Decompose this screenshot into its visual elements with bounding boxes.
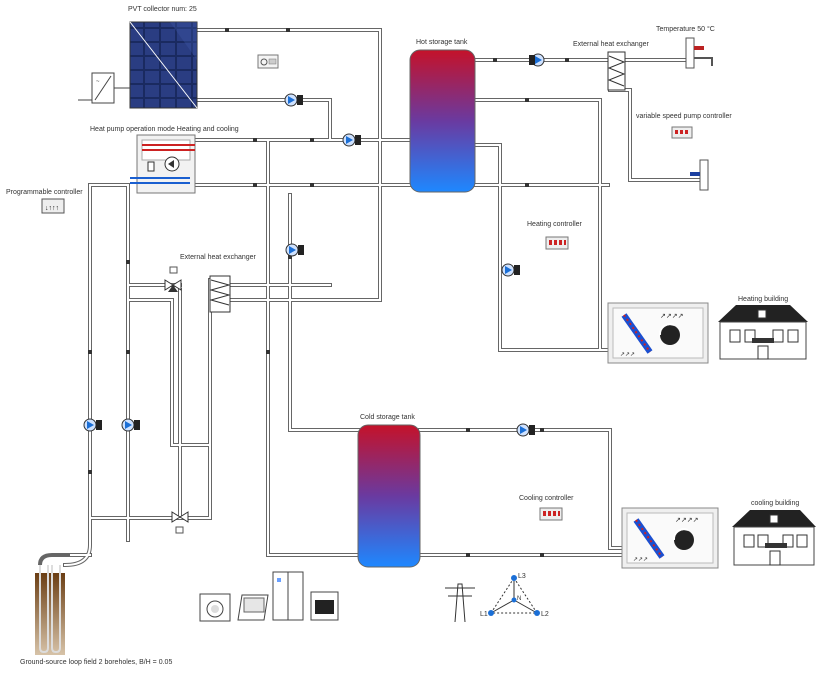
programmable-controller-label: Programmable controller <box>6 189 83 196</box>
vs-pump-controller-label: variable speed pump controller <box>636 113 732 120</box>
heating-controller-icon[interactable] <box>545 236 569 250</box>
pump-7 <box>121 418 140 432</box>
heat-pump[interactable] <box>130 134 196 194</box>
household-appliances <box>199 571 339 622</box>
phase-n-label: N <box>517 596 521 602</box>
washing-machine-icon <box>199 593 231 622</box>
heating-building[interactable] <box>718 305 808 360</box>
cooling-building-label: cooling building <box>751 500 800 507</box>
laptop-icon <box>237 594 269 621</box>
pump-5 <box>501 263 520 277</box>
svg-text:↓↑↑↑: ↓↑↑↑ <box>45 205 59 212</box>
svg-text:↗↗↗: ↗↗↗ <box>633 557 648 563</box>
ground-borehole[interactable] <box>35 553 70 655</box>
phase-l2-label: L2 <box>541 611 549 618</box>
tap-icon-2[interactable] <box>690 159 709 191</box>
pumps[interactable] <box>83 53 545 437</box>
svg-text:↗↗↗↗: ↗↗↗↗ <box>675 517 698 524</box>
three-phase-diagram: L3 L1 L2 N <box>480 573 549 618</box>
power-pylon-icon <box>445 583 475 623</box>
pump-6 <box>83 418 102 432</box>
cooling-controller-icon[interactable] <box>539 507 563 521</box>
pump-3 <box>529 53 545 67</box>
pvt-collector-label: PVT collector num: 25 <box>128 6 197 13</box>
tap-icon[interactable] <box>685 37 713 69</box>
pvt-collector[interactable] <box>129 21 198 109</box>
cooling-controller-label: Cooling controller <box>519 495 574 502</box>
ext-hx-top-label: External heat exchanger <box>573 41 649 48</box>
svg-text:↗↗↗: ↗↗↗ <box>620 352 635 358</box>
programmable-controller-icon[interactable]: ↓↑↑↑ <box>41 198 65 214</box>
refrigerator-icon <box>272 571 304 621</box>
pipes <box>62 28 702 568</box>
three-way-valve-bottom[interactable] <box>171 511 189 534</box>
heat-pump-mode-label: Heat pump operation mode Heating and coo… <box>90 126 239 133</box>
pump-2 <box>342 133 361 147</box>
external-heat-exchanger-top[interactable] <box>607 51 626 91</box>
cooling-fan-coil-unit[interactable]: ↗↗↗↗ ↗↗↗ <box>621 507 719 569</box>
hot-tank-label: Hot storage tank <box>416 39 468 46</box>
inverter-icon[interactable]: ~ <box>78 72 130 104</box>
pump-1 <box>284 93 303 107</box>
heating-building-label: Heating building <box>738 296 789 303</box>
cooling-building[interactable] <box>732 510 816 566</box>
pump-4 <box>285 243 304 257</box>
three-way-valve-top[interactable] <box>164 266 182 292</box>
external-heat-exchanger-mid[interactable] <box>209 275 231 313</box>
heating-fan-coil-unit[interactable]: ↗↗↗↗ ↗↗↗ <box>607 302 709 364</box>
heating-controller-label: Heating controller <box>527 221 582 228</box>
vs-pump-controller-icon[interactable] <box>671 126 693 139</box>
pump-8 <box>516 423 535 437</box>
phase-l3-label: L3 <box>518 573 526 580</box>
oven-icon <box>310 591 339 621</box>
ground-loop-label: Ground-source loop field 2 boreholes, B/… <box>20 659 173 666</box>
cold-tank-label: Cold storage tank <box>360 414 415 421</box>
svg-text:~: ~ <box>96 79 100 85</box>
ext-hx-mid-label: External heat exchanger <box>180 254 256 261</box>
svg-text:↗↗↗↗: ↗↗↗↗ <box>660 313 683 320</box>
pvt-controller-icon[interactable] <box>257 54 279 69</box>
temperature-label: Temperature 50 °C <box>656 26 715 33</box>
hot-storage-tank[interactable] <box>409 49 476 193</box>
phase-l1-label: L1 <box>480 611 488 618</box>
cold-storage-tank[interactable] <box>357 424 421 568</box>
